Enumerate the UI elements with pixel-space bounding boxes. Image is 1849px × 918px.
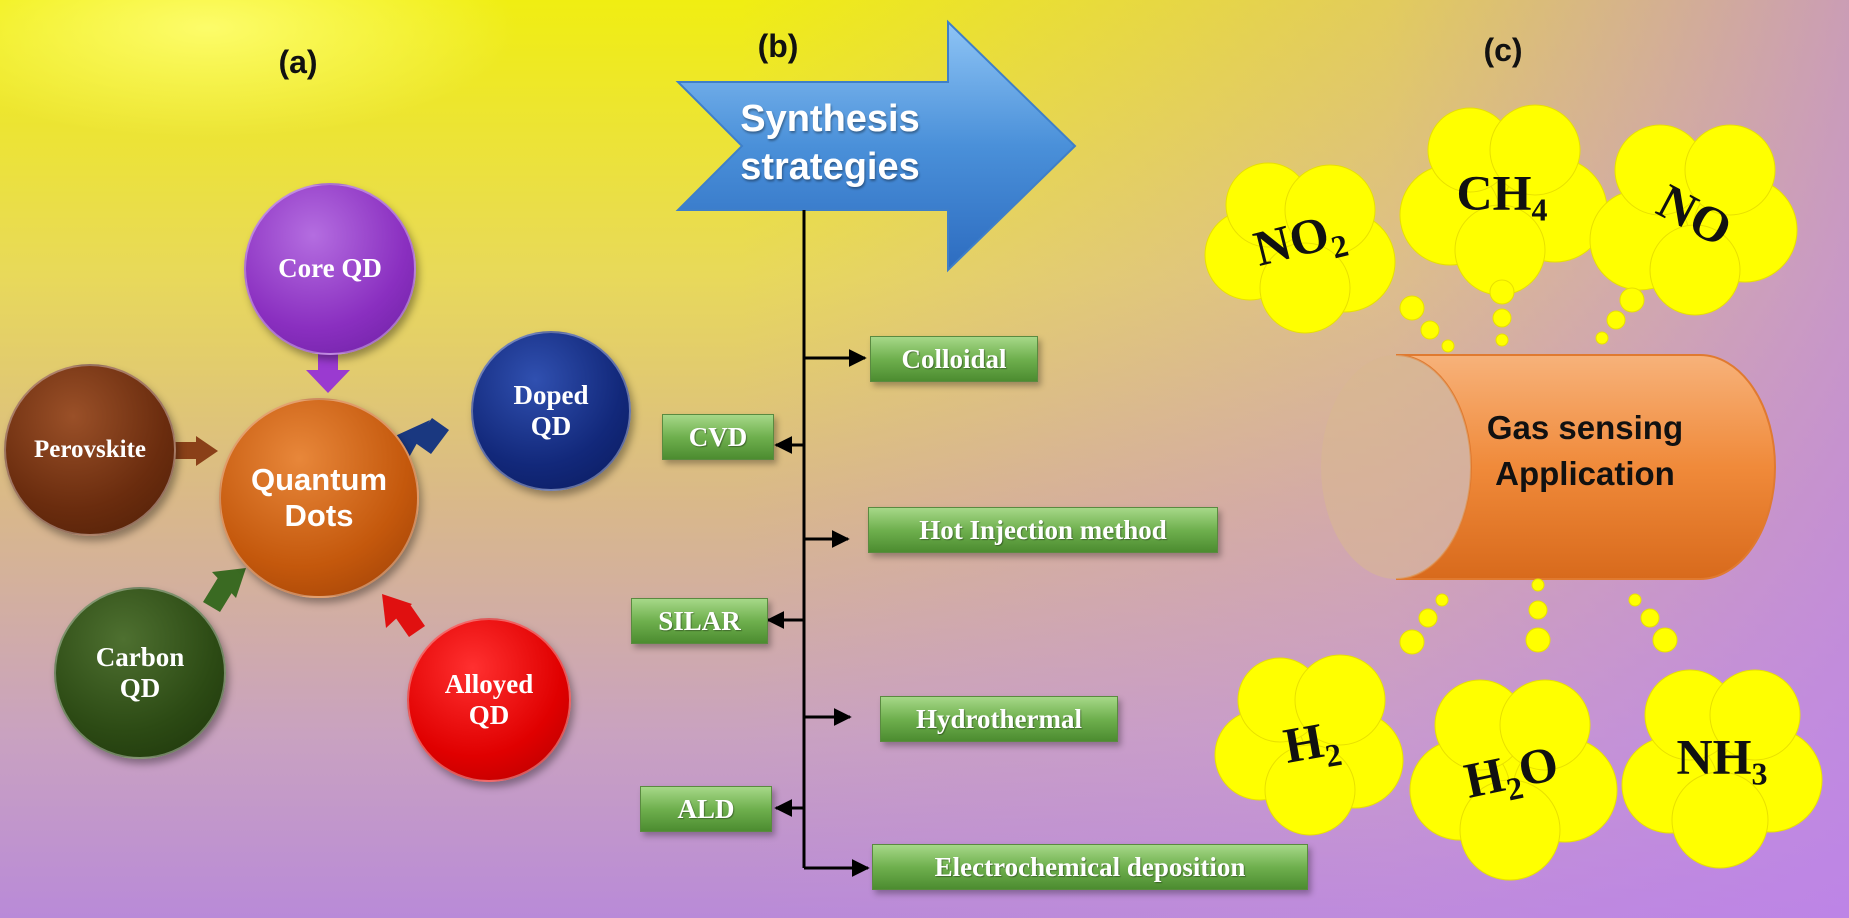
quantum-dots-label-line1: Quantum: [250, 462, 388, 498]
carbon-qd-circle: Carbon QD: [54, 587, 226, 759]
gas-sensing-cylinder: [1321, 354, 1776, 580]
gas-ch4-sub: 4: [1531, 191, 1548, 228]
gas-h2-base: H: [1279, 711, 1328, 774]
arrow-alloyed-to-qd: [382, 594, 425, 637]
method-colloidal: Colloidal: [870, 336, 1038, 382]
method-silar: SILAR: [631, 598, 768, 644]
gas-sensing-title: Gas sensing Application: [1450, 405, 1720, 497]
gas-label-h2: H2: [1279, 708, 1344, 782]
gas-label-ch4: CH4: [1457, 164, 1548, 229]
arrow-core-to-qd: [306, 350, 350, 393]
gas-nh3-sub: 3: [1751, 755, 1768, 792]
method-electrochemical: Electrochemical deposition: [872, 844, 1308, 890]
alloyed-qd-label-line2: QD: [468, 700, 510, 730]
panel-label-b: (b): [757, 28, 799, 64]
method-hot-injection: Hot Injection method: [868, 507, 1218, 553]
quantum-dots-circle: Quantum Dots: [219, 398, 419, 598]
arrow-carbon-to-qd: [203, 568, 246, 612]
cloud-no: [1589, 124, 1798, 316]
perovskite-circle: Perovskite: [4, 364, 176, 536]
cloud-h2: [1214, 654, 1404, 836]
synthesis-title: Synthesis strategies: [700, 96, 960, 191]
doped-qd-circle: Doped QD: [471, 331, 631, 491]
cloud-nh3: [1621, 669, 1823, 869]
method-ald: ALD: [640, 786, 772, 832]
carbon-qd-label-line1: Carbon: [95, 641, 185, 672]
alloyed-qd-circle: Alloyed QD: [407, 618, 571, 782]
cloud-no2: [1204, 162, 1396, 334]
alloyed-qd-label-line1: Alloyed: [444, 668, 534, 699]
method-cvd: CVD: [662, 414, 774, 460]
doped-qd-label-line1: Doped: [513, 379, 589, 410]
gas-ch4-base: CH: [1456, 164, 1532, 221]
gas-sensing-title-line1: Gas sensing: [1486, 409, 1684, 446]
bubbles-bottom: [1399, 578, 1678, 655]
panel-label-c: (c): [1483, 32, 1523, 68]
core-qd-label: Core QD: [278, 253, 382, 284]
synthesis-title-line1: Synthesis: [740, 98, 920, 140]
quantum-dots-label-line2: Dots: [284, 498, 354, 533]
bubbles-top: [1399, 279, 1645, 353]
cloud-h2o: [1409, 679, 1618, 881]
carbon-qd-label-line2: QD: [119, 673, 161, 703]
core-qd-circle: Core QD: [244, 183, 416, 355]
synthesis-arrow: [675, 19, 1077, 273]
gas-label-nh3: NH3: [1677, 728, 1768, 793]
perovskite-label: Perovskite: [33, 435, 146, 463]
arrow-perovskite-to-qd: [172, 436, 218, 466]
gas-sensing-title-line2: Application: [1495, 455, 1675, 493]
method-hydrothermal: Hydrothermal: [880, 696, 1118, 742]
gas-nh3-base: NH: [1676, 728, 1752, 785]
panel-label-a: (a): [278, 44, 318, 80]
synthesis-title-line2: strategies: [740, 145, 920, 188]
synthesis-tree: [766, 210, 870, 877]
doped-qd-label-line2: QD: [530, 411, 572, 441]
cloud-ch4: [1399, 104, 1608, 296]
